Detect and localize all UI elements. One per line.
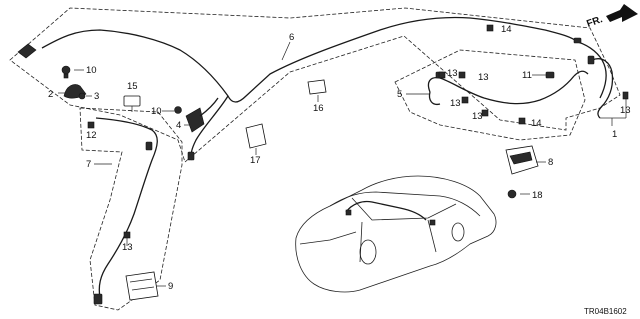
group-outline-7 [79,107,183,311]
group-outline-5 [394,49,586,141]
callout-9: 9 [168,281,173,292]
callout-15: 15 [127,81,138,92]
callout-13-e: 13 [620,105,631,116]
callout-14-lower: 14 [531,118,542,129]
pad-16 [307,79,327,95]
callout-1: 1 [612,129,617,140]
callout-7: 7 [86,159,91,170]
callout-3: 3 [94,91,99,102]
diagram-code: TR04B1602 [584,307,627,316]
clips [87,24,629,239]
callout-13-d: 13 [472,111,483,122]
callout-13-a: 13 [447,68,458,79]
callout-13-b: 13 [478,72,489,83]
antenna-cable-6 [41,16,607,161]
direction-label: FR. [585,14,604,30]
callout-6: 6 [289,32,294,43]
vehicle-illustration [295,175,497,293]
group-outline-6 [9,7,621,163]
callout-18: 18 [532,190,543,201]
module-8 [505,145,539,199]
front-direction-arrow: FR. [585,4,638,30]
front-connector [17,43,37,59]
leader-lines [58,41,627,287]
callout-10-upper: 10 [86,65,97,76]
callout-10-lower: 10 [151,106,162,117]
callout-2: 2 [48,89,53,100]
callout-12: 12 [86,130,97,141]
callout-8: 8 [548,157,553,168]
antenna-base [63,84,87,100]
callout-16: 16 [313,103,324,114]
module-9 [125,271,159,301]
callout-11: 11 [522,70,532,81]
callout-5: 5 [397,89,402,100]
callout-14-upper: 14 [501,24,512,35]
bracket-4 [174,97,219,133]
antenna-cable-1 [587,55,614,119]
antenna-cable-7 [93,117,158,305]
pad-15 [123,95,141,107]
callout-13-c: 13 [450,98,461,109]
callout-13-f: 13 [122,242,133,253]
pad-17 [245,123,267,149]
callout-4: 4 [176,120,181,131]
callout-17: 17 [250,155,261,166]
grommet-10-upper [61,65,71,79]
